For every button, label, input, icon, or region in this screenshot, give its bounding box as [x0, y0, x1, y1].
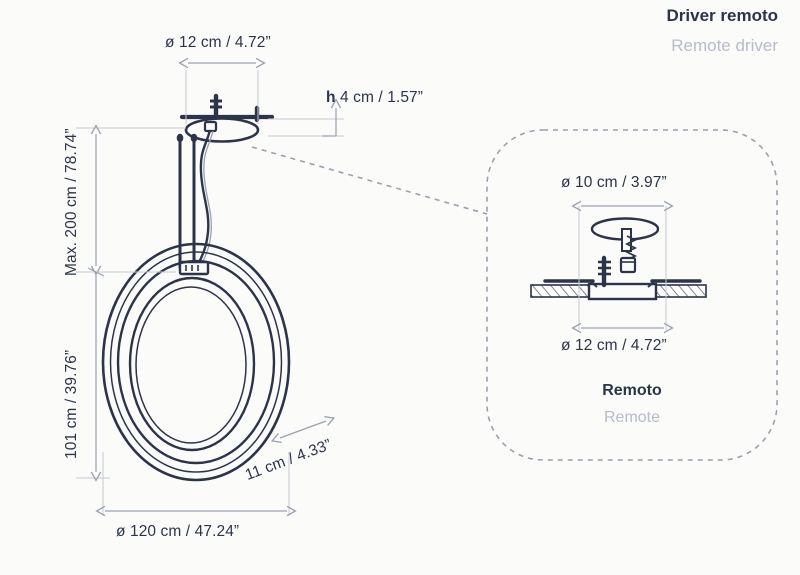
- header-title-es: Driver remoto: [666, 6, 778, 25]
- ceiling-canopy-assembly: [179, 93, 275, 143]
- label-canopy-height-value: 4 cm / 1.57”: [340, 89, 424, 106]
- label-ring-height: 101 cm / 39.76”: [63, 349, 80, 459]
- inset-panel-border: [486, 129, 778, 461]
- dimension-suspension-max: [76, 128, 186, 278]
- dimension-recess-diameter: [579, 206, 666, 296]
- inset-leader-line: [251, 146, 488, 215]
- dimension-plate-diameter: [579, 296, 666, 330]
- label-ring-diameter: ø 120 cm / 47.24”: [116, 523, 240, 540]
- recessed-driver-drawing: [530, 217, 707, 301]
- dimension-ring-diameter: [103, 452, 289, 516]
- label-recess-diameter: ø 10 cm / 3.97”: [561, 174, 667, 191]
- dimension-canopy-height: [268, 108, 344, 137]
- label-canopy-height: h 4 cm / 1.57”: [326, 89, 423, 106]
- label-canopy-height-prefix: h: [326, 89, 336, 106]
- suspension-cables: [176, 129, 214, 268]
- header-title-en: Remote driver: [671, 36, 778, 55]
- dimension-ring-section: [280, 421, 326, 438]
- dimension-ring-height: [76, 267, 176, 478]
- inset-caption-en: Remote: [603, 409, 661, 426]
- inset-caption-es: Remoto: [602, 382, 662, 399]
- label-plate-diameter: ø 12 cm / 4.72”: [561, 337, 667, 354]
- label-canopy-diameter: ø 12 cm / 4.72”: [165, 34, 271, 51]
- ring-lamp-body: [101, 242, 291, 482]
- ring-connector-block: [178, 260, 210, 276]
- label-suspension-max: Max. 200 cm / 78.74”: [63, 128, 80, 276]
- dimension-canopy-diameter: [186, 63, 258, 124]
